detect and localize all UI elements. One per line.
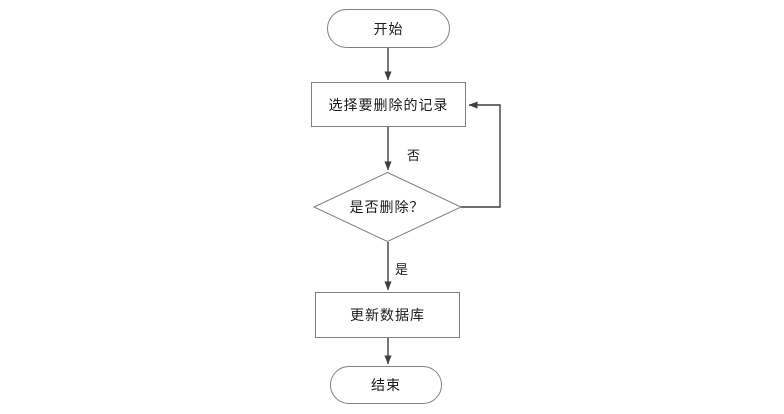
node-shape-end[interactable]: [330, 366, 442, 404]
connector-decision-no-loop: [461, 101, 501, 208]
node-shape-update-database[interactable]: [315, 292, 460, 338]
node-shape-start[interactable]: [327, 9, 450, 48]
node-shape-select-record[interactable]: [311, 82, 466, 127]
node-shape-confirm-delete[interactable]: [312, 171, 463, 243]
